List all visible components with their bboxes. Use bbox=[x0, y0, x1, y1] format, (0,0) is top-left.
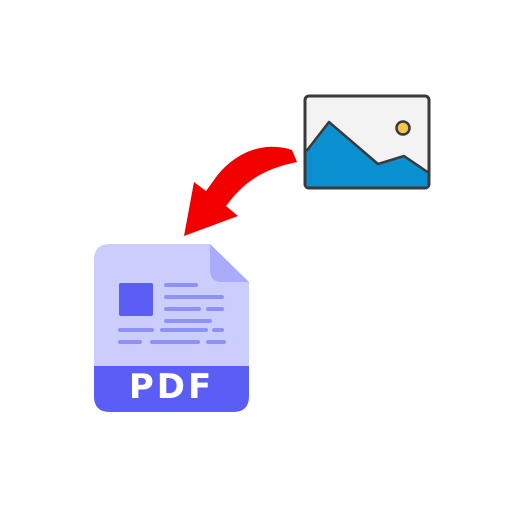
document-fold bbox=[210, 244, 249, 282]
document-image-block bbox=[119, 283, 153, 316]
pdf-document-icon bbox=[94, 244, 249, 412]
mountain-shape bbox=[306, 122, 428, 187]
arrow-shape bbox=[184, 146, 297, 236]
pdf-band bbox=[94, 366, 249, 412]
document-text-lines bbox=[118, 283, 226, 344]
image-landscape-icon bbox=[303, 94, 431, 190]
curved-arrow-icon bbox=[184, 146, 297, 236]
pdf-label: PDF bbox=[128, 367, 215, 407]
mountain-outline bbox=[305, 120, 429, 174]
sun-icon bbox=[395, 120, 411, 136]
